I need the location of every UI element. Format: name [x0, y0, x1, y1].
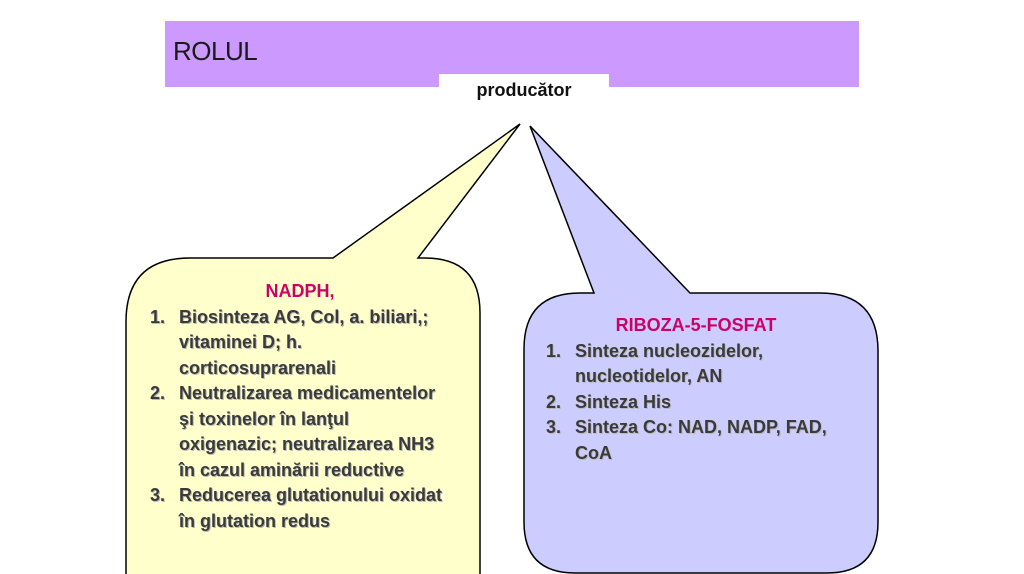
list-number: 2.: [546, 391, 562, 412]
list-number: 1.: [150, 306, 166, 327]
nadph-box-text: NADPH, 1. Biosinteza AG, Col, a. biliari,…: [150, 279, 450, 534]
riboza-box-text: RIBOZA-5-FOSFAT 1. Sinteza nucleozidelor,…: [546, 313, 846, 466]
nadph-list: 1. Biosinteza AG, Col, a. biliari,; vitam…: [150, 305, 450, 535]
list-text: Neutralizarea medicamentelor şi toxinelo…: [179, 383, 436, 480]
list-number: 1.: [546, 340, 562, 361]
list-text: Biosinteza AG, Col, a. biliari,; vitamin…: [179, 306, 429, 378]
left-callout-bubble: [125, 123, 521, 574]
list-item: 2. Sinteza His: [546, 390, 846, 416]
list-number: 3.: [546, 417, 562, 437]
producer-label-box: [439, 74, 609, 112]
slide-title: ROLUL: [173, 36, 258, 66]
list-item: 2. Neutralizarea medicamentelor şi toxine…: [150, 381, 450, 483]
producer-label: producător: [476, 80, 572, 100]
list-number: 3.: [150, 485, 166, 505]
list-text: Sinteza Co: NAD, NADP, FAD, CoA: [575, 417, 827, 463]
riboza-heading: RIBOZA-5-FOSFAT: [615, 315, 777, 335]
list-item: 3. Sinteza Co: NAD, NADP, FAD, CoA: [546, 415, 846, 466]
list-item: 3. Reducerea glutationului oxidat în glut…: [150, 483, 450, 534]
nadph-heading: NADPH,: [265, 281, 335, 301]
list-text: Sinteza nucleozidelor, nucleotidelor, AN: [575, 340, 764, 387]
right-callout-bubble: [523, 125, 879, 574]
list-item: 1. Biosinteza AG, Col, a. biliari,; vitam…: [150, 305, 450, 382]
list-text: Sinteza His: [575, 391, 672, 412]
riboza-list: 1. Sinteza nucleozidelor, nucleotidelor, …: [546, 339, 846, 467]
list-number: 2.: [150, 383, 166, 403]
list-item: 1. Sinteza nucleozidelor, nucleotidelor, …: [546, 339, 846, 390]
list-text: Reducerea glutationului oxidat în glutat…: [179, 485, 443, 531]
